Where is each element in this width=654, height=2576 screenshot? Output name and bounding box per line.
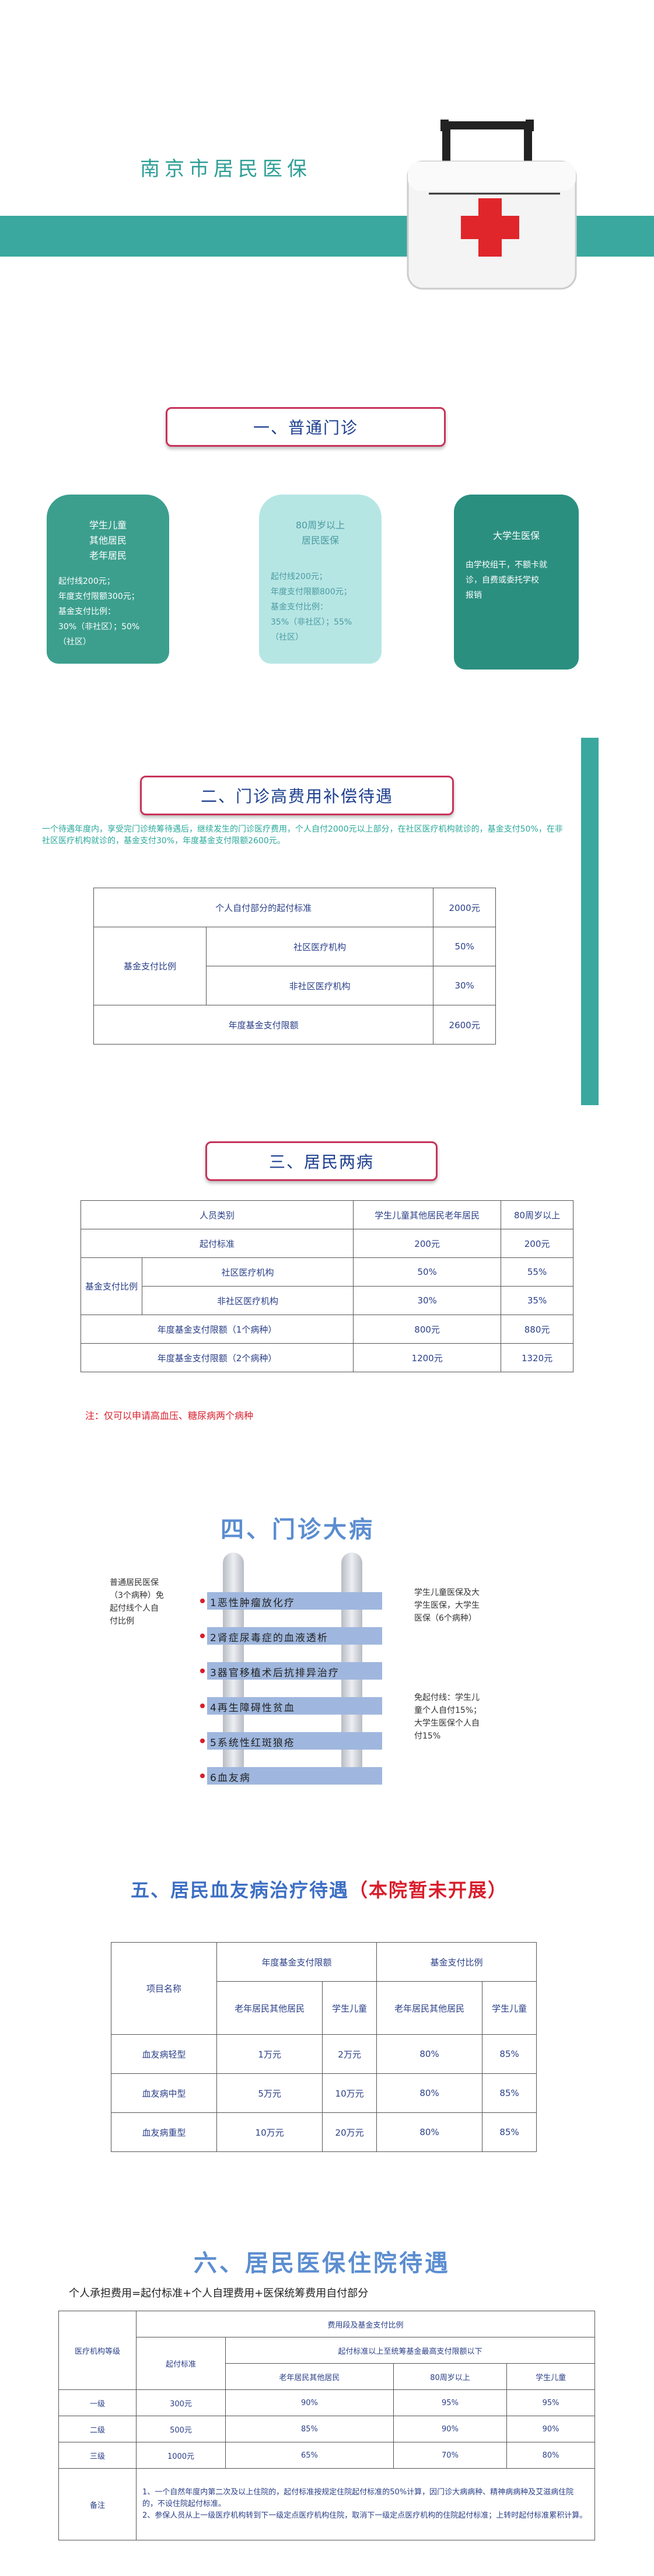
section1-title: 一、普通门诊 [166,407,446,447]
card3-head: 大学生医保 [492,530,540,541]
disease-bar-1 [207,1592,382,1610]
page-title: 南京市居民医保 [140,157,312,181]
section3-note: 注：仅可以申请高血压、糖尿病两个病种 [85,1410,254,1421]
card2-body: 起付线200元；年度支付限额800元；基金支付比例：35%（非社区）；55%（社… [271,572,352,642]
table-header-row: 项目名称 年度基金支付限额 基金支付比例 [111,1942,537,2035]
disease-item: 5系统性红斑狼疮 [210,1737,295,1749]
side-accent-bar [581,738,599,1105]
bullet-dot [200,1774,205,1778]
hemophilia-table: 项目名称 年度基金支付限额 基金支付比例 老年居民其他居民 学生儿童 老年居民其… [111,1942,537,2152]
disease-bar-2 [207,1627,382,1645]
disease-item: 6血友病 [210,1772,251,1784]
bullet-dot [200,1704,205,1708]
card1-head: 学生儿童其他居民老年居民 [89,520,127,561]
card-regular-residents: 学生儿童其他居民老年居民 起付线200元；年度支付限额300元；基金支付比例：3… [47,495,169,664]
s4-right-note2: 免起付线：学生儿童个人自付15%；大学生医保个人自付15% [414,1693,482,1741]
first-aid-kit-icon [407,120,577,290]
section2-intro: 一个待遇年度内，享受完门诊统筹待遇后，继续发生的门诊医疗费用，个人自付2000元… [42,825,563,846]
table-header-row: 医疗机构等级 费用段及基金支付比例 [58,2311,595,2390]
card-over80: 80周岁以上居民医保 起付线200元；年度支付限额800元；基金支付比例：35%… [259,495,382,664]
card1-body: 起付线200元；年度支付限额300元；基金支付比例：30%（非社区）；50%（社… [58,577,140,647]
bullet-dot [200,1739,205,1743]
section6-formula: 个人承担费用=起付标准+个人自理费用+医保统筹费用自付部分 [69,2287,369,2300]
section6-title: 六、居民医保住院待遇 [194,2250,450,2277]
bullet-dot [200,1669,205,1673]
disease-bar-3 [207,1662,382,1680]
disease-item: 4再生障碍性贫血 [210,1702,295,1714]
s4-left-note: 普通居民医保（3个病种）免起付线个人自付比例 [110,1578,164,1626]
bullet-dot [200,1634,205,1638]
card-university: 大学生医保 由学校组干，不额卡就诊，自费或委托学校报销 [454,495,579,670]
disease-bar-6 [207,1767,382,1785]
table-row: 备注 1、一个自然年度内第二次及以上住院的，起付标准按规定住院起付标准的50%计… [58,2468,595,2540]
section4-title: 四、门诊大病 [221,1516,375,1543]
disease-bar-5 [207,1732,382,1750]
table-header-row: 老年居民其他居民 学生儿童 老年居民其他居民 学生儿童 [111,1981,537,2035]
disease-item: 2肾症尿毒症的血液透析 [210,1632,328,1644]
s4-right-note1: 学生儿童医保及大学生医保，大学生医保（6个病种） [414,1588,480,1623]
disease-item: 1恶性肿瘤放化疗 [210,1597,295,1609]
disease-item: 3器官移植术后抗排异治疗 [210,1667,340,1679]
section3-title: 三、居民两病 [205,1141,438,1181]
table-header-row: 老年居民其他居民 80周岁以上 学生儿童 [59,2363,595,2390]
bullet-dot [200,1599,205,1603]
card2-head: 80周岁以上居民医保 [295,520,345,546]
disease-bar-4 [207,1697,382,1715]
card3-body: 由学校组干，不额卡就诊，自费或委托学校报销 [466,560,547,600]
table-header-row: 起付标准 起付标准以上至统筹基金最高支付限额以下 [59,2337,595,2390]
section5-title: 五、居民血友病治疗待遇（本院暂未开展） [131,1879,508,1901]
section2-title: 二、门诊高费用补偿待遇 [140,776,454,815]
remarks-cell: 1、一个自然年度内第二次及以上住院的，起付标准按规定住院起付标准的50%计算，因… [136,2468,595,2540]
inpatient-table: 医疗机构等级 费用段及基金支付比例 起付标准 起付标准以上至统筹基金最高支付限额… [58,2311,595,2540]
